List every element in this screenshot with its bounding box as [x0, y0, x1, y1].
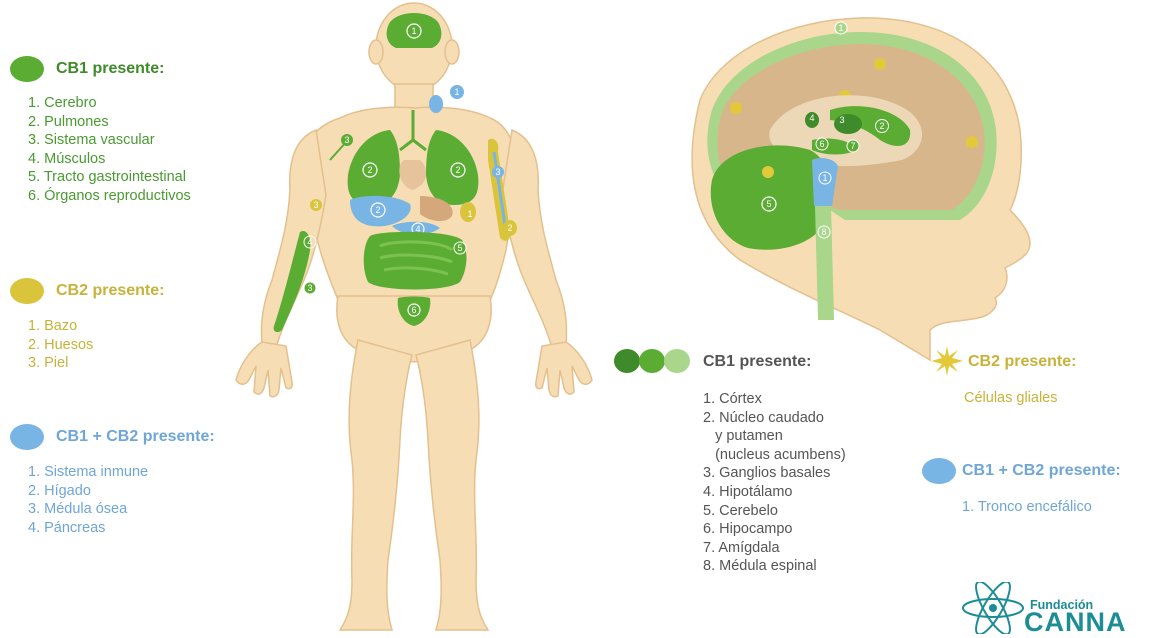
brain-marker-amygdala: 7 [850, 141, 855, 151]
brain-marker-hippocampus: 6 [819, 139, 824, 149]
cb2-yellow-dot-icon [10, 278, 44, 304]
brain-marker-hypothalamus: 4 [809, 113, 814, 123]
legend-cb2-body: CB2 presente: [10, 278, 164, 304]
brain-marker-cerebellum: 5 [766, 199, 771, 209]
list-item: y putamen [703, 427, 846, 446]
legend-both-body: CB1 + CB2 presente: [10, 424, 215, 450]
list-item: 1. Bazo [28, 317, 93, 336]
list-item: 3. Ganglios basales [703, 464, 846, 483]
cb1-cb2-blue-dot-icon [10, 424, 44, 450]
list-item: 8. Médula espinal [703, 557, 846, 576]
list-item: 5. Cerebelo [703, 502, 846, 521]
list-item: 6. Órganos reproductivos [28, 187, 191, 206]
brain-marker-basal: 3 [839, 115, 844, 125]
legend-brain-cb2-title: CB2 presente: [968, 353, 1076, 371]
list-item: 4. Hipotálamo [703, 483, 846, 502]
legend-both-list: 1. Sistema inmune 2. Hígado 3. Médula ós… [28, 463, 148, 537]
brain-basal [834, 114, 862, 134]
brain-marker-cortex: 1 [838, 23, 843, 33]
list-item: (nucleus acumbens) [703, 446, 846, 465]
cortex-light-dot-icon [664, 349, 690, 373]
legend-cb1-list: 1. Cerebro 2. Pulmones 3. Sistema vascul… [28, 94, 191, 206]
list-item: 4. Músculos [28, 150, 191, 169]
legend-cb2-title: CB2 presente: [56, 282, 164, 300]
list-item: 2. Núcleo caudado [703, 409, 846, 428]
cb2-star-icon [930, 345, 964, 377]
canna-atom-logo-icon [958, 582, 1028, 634]
list-item: 3. Sistema vascular [28, 131, 191, 150]
legend-cb1-title: CB1 presente: [56, 60, 164, 78]
list-item: 2. Pulmones [28, 113, 191, 132]
list-item: 3. Piel [28, 354, 93, 373]
list-item: 2. Hígado [28, 482, 148, 501]
legend-brain-both-item: 1. Tronco encefálico [962, 499, 1092, 515]
legend-cb1-body: CB1 presente: [10, 56, 164, 82]
cortex-dark-dot-icon [614, 349, 640, 373]
list-item: 7. Amígdala [703, 539, 846, 558]
brain-both-dot-icon [922, 458, 956, 484]
legend-brain-cb1-list: 1. Córtex 2. Núcleo caudado y putamen (n… [703, 390, 846, 576]
brain-marker-caudate: 2 [879, 121, 884, 131]
legend-both-title: CB1 + CB2 presente: [56, 428, 215, 446]
cortex-mid-dot-icon [639, 349, 665, 373]
cb1-green-dot-icon [10, 56, 44, 82]
legend-brain-both-title: CB1 + CB2 presente: [962, 462, 1121, 480]
brain-marker-spinal: 8 [821, 227, 826, 237]
brain-marker-brainstem: 1 [822, 173, 827, 183]
logo-line2: CANNA [1024, 607, 1127, 638]
list-item: 1. Cerebro [28, 94, 191, 113]
legend-brain-cb1-title: CB1 presente: [703, 353, 811, 371]
list-item: 1. Córtex [703, 390, 846, 409]
brain-spinal [815, 206, 834, 320]
list-item: 2. Huesos [28, 336, 93, 355]
list-item: 4. Páncreas [28, 519, 148, 538]
legend-brain-cb2-item: Células gliales [964, 390, 1058, 406]
list-item: 6. Hipocampo [703, 520, 846, 539]
list-item: 1. Sistema inmune [28, 463, 148, 482]
list-item: 3. Médula ósea [28, 500, 148, 519]
legend-cb2-list: 1. Bazo 2. Huesos 3. Piel [28, 317, 93, 373]
list-item: 5. Tracto gastrointestinal [28, 168, 191, 187]
